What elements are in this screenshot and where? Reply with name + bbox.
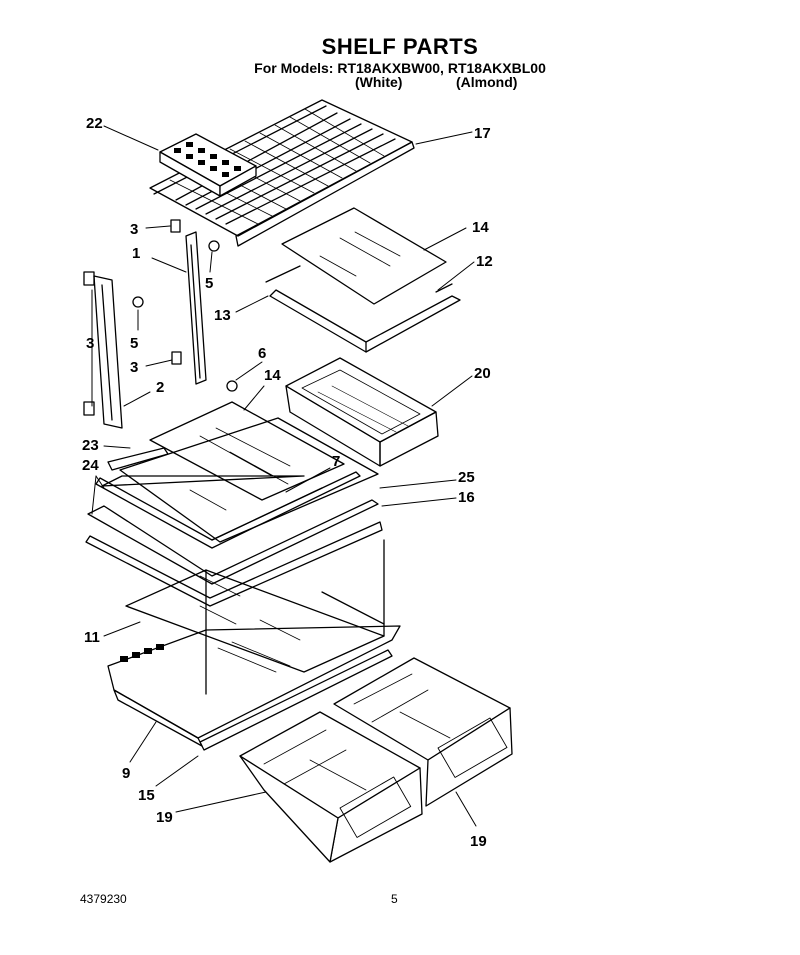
callout-16: 16 [458,489,475,506]
clip-middle [171,351,182,365]
page-number: 5 [391,892,398,906]
clip-upper [170,219,181,233]
callout-25: 25 [458,469,475,486]
callout-19-left: 19 [156,809,173,826]
callout-5-upper: 5 [205,275,213,292]
right-shelf-ladder [185,231,207,385]
callout-3-middle: 3 [130,359,138,376]
callout-1: 1 [132,245,140,262]
left-shelf-ladder [83,271,123,429]
callout-15: 15 [138,787,155,804]
callout-11: 11 [84,629,100,646]
variant-white: (White) [355,74,403,90]
crisper-cover [125,569,385,673]
screw-lower [226,380,238,392]
deli-drawer [285,357,439,467]
models-line: For Models: RT18AKXBW00, RT18AKXBL00 [254,60,546,76]
callout-6: 6 [258,345,266,362]
callout-7: 7 [332,453,340,470]
front-rail [199,649,393,751]
page-title: SHELF PARTS [321,34,479,59]
lower-shelf-frames [87,471,379,585]
callout-14-lower: 14 [264,367,281,384]
crisper-cabinet [205,539,385,695]
document-number: 4379230 [80,892,127,906]
upper-shelf-frame [265,265,461,353]
crisper-drawer-right [333,657,513,807]
callout-22: 22 [86,115,103,132]
callout-13: 13 [214,307,231,324]
callout-17: 17 [474,125,491,142]
callout-3-left: 3 [86,335,94,352]
crisper-drawer-left [239,711,423,863]
ice-cube-tray [159,133,257,197]
upper-glass-shelf [281,207,447,305]
callout-3-upper: 3 [130,221,138,238]
callout-12: 12 [476,253,493,270]
variant-almond: (Almond) [456,74,518,90]
callout-2: 2 [156,379,164,396]
callout-5-left: 5 [130,335,138,352]
screw-left [132,296,144,308]
glass-panel-25 [119,417,379,543]
callout-9: 9 [122,765,130,782]
callout-14-upper: 14 [472,219,489,236]
callout-19-right: 19 [470,833,487,850]
callout-23: 23 [82,437,99,454]
front-trim [107,447,169,471]
screw-upper [208,240,220,252]
callout-20: 20 [474,365,491,382]
glass-panel-16 [85,521,383,607]
callout-24: 24 [82,457,99,474]
